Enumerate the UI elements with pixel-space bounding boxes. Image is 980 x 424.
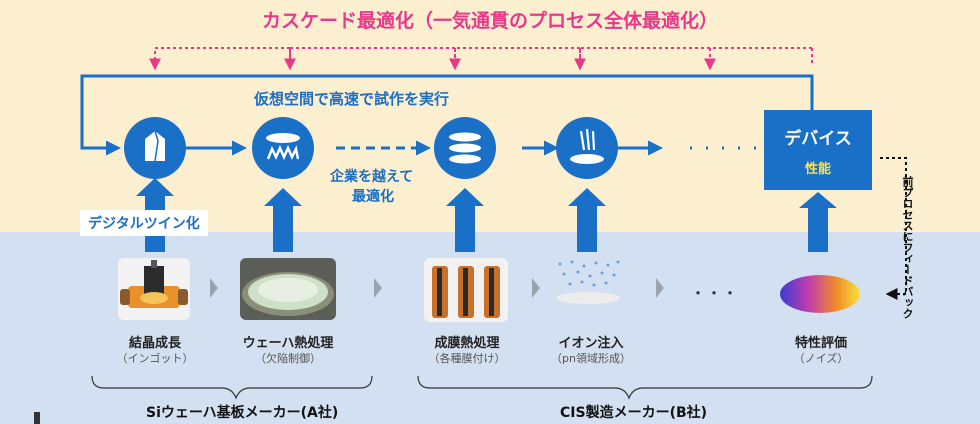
step-ion-implant-sub: （pn領域形成）	[551, 352, 631, 365]
crystal-growth-circle	[124, 117, 186, 179]
film-tubes-photo	[424, 258, 508, 322]
step-characterization: 特性評価	[794, 336, 847, 351]
digital-twin-label: デジタルツイン化	[80, 210, 208, 236]
ingot-furnace-photo	[118, 258, 190, 320]
maker-wafer-supplier: Siウェーハ基板メーカー(A社)	[146, 405, 339, 421]
performance-label: 性能	[804, 162, 831, 177]
film-anneal-circle	[434, 117, 496, 179]
film-stack-icon	[449, 132, 481, 164]
feedback-label: 前プロセスにフィードバック	[901, 176, 914, 319]
wafer-heat-icon	[266, 133, 300, 161]
step-wafer-anneal-sub: （欠陥制御）	[255, 352, 321, 365]
ingot-icon	[145, 130, 165, 162]
photo-ellipsis: ・・・	[690, 284, 739, 303]
wafer-anneal-circle	[252, 117, 314, 179]
device-label: デバイス	[784, 129, 852, 149]
cross-company-label-2: 最適化	[352, 189, 394, 205]
wafer-map-photo	[778, 270, 862, 316]
corner-mark	[34, 412, 40, 424]
ion-implant-photo	[550, 258, 626, 308]
cascade-feedback-arrows	[155, 47, 813, 68]
virtual-space-label: 仮想空間で高速で試作を実行	[254, 90, 450, 108]
step-wafer-anneal: ウェーハ熱処理	[242, 336, 334, 351]
upward-arrows	[136, 178, 837, 252]
feedback-arrow	[880, 157, 907, 300]
ion-implant-circle	[556, 117, 618, 179]
step-crystal-growth: 結晶成長	[128, 336, 181, 351]
cross-company-label-1: 企業を越えて	[330, 169, 414, 185]
ion-beam-icon	[570, 128, 604, 164]
step-film-anneal-sub: （各種膜付け）	[428, 352, 506, 365]
page-title: カスケード最適化（一気通貫のプロセス全体最適化）	[261, 10, 718, 32]
device-performance-box: デバイス 性能	[764, 110, 872, 190]
virtual-loop-arrow	[80, 74, 814, 156]
step-crystal-growth-sub: （インゴット）	[116, 352, 194, 365]
maker-cis-manufacturer: CIS製造メーカー(B社)	[560, 405, 708, 421]
wafer-photo	[240, 258, 336, 320]
maker-braces	[91, 375, 873, 400]
step-characterization-sub: （ノイズ）	[793, 352, 849, 365]
step-ion-implant: イオン注入	[558, 336, 624, 351]
photo-chevrons	[210, 278, 664, 298]
step-film-anneal: 成膜熱処理	[434, 336, 500, 351]
